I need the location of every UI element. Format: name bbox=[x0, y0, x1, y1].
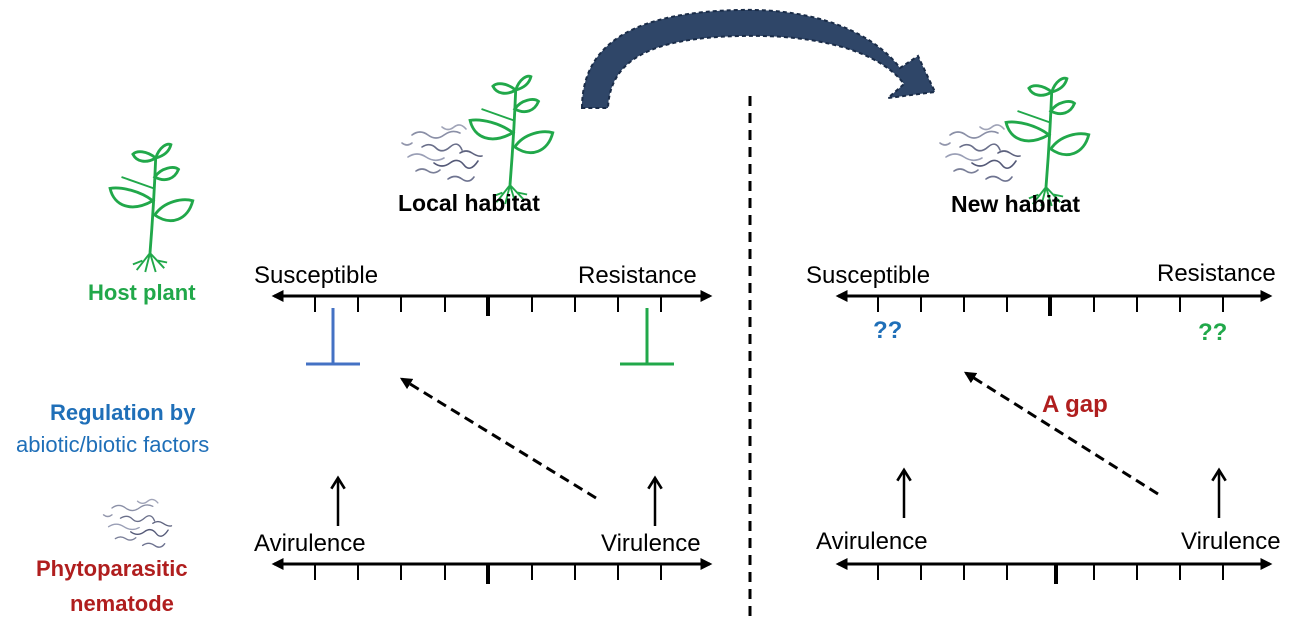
gap-label: A gap bbox=[1042, 391, 1108, 418]
plant-icon-local bbox=[468, 74, 555, 206]
new-habitat-title: New habitat bbox=[951, 191, 1081, 217]
plant-icon-host bbox=[108, 142, 195, 274]
nematode-label-line2: nematode bbox=[70, 591, 174, 616]
axis-ticks bbox=[314, 296, 1224, 584]
plant-icon-new bbox=[1004, 76, 1091, 208]
nematode-icon-local bbox=[401, 124, 483, 182]
dashed-arrow-local bbox=[399, 377, 597, 500]
dashed-arrow-new bbox=[963, 371, 1159, 496]
local-virulence-label: Virulence bbox=[601, 530, 701, 557]
local-susceptible-label: Susceptible bbox=[254, 262, 379, 289]
nematode-icon-new bbox=[939, 124, 1021, 182]
nematode-label-line1: Phytoparasitic bbox=[36, 556, 188, 581]
host-plant-label: Host plant bbox=[88, 280, 196, 305]
local-avirulence-label: Avirulence bbox=[254, 530, 366, 557]
new-virulence-label: Virulence bbox=[1181, 528, 1281, 555]
inhibition-marker-susceptible bbox=[306, 308, 360, 366]
inhibition-marker-resistance bbox=[620, 308, 674, 366]
regulation-label-line1: Regulation by bbox=[50, 400, 196, 425]
local-resistance-label: Resistance bbox=[578, 262, 697, 289]
new-resistance-label: Resistance bbox=[1157, 260, 1276, 287]
new-avirulence-label: Avirulence bbox=[816, 528, 928, 555]
nematode-icon-legend bbox=[102, 498, 173, 548]
local-habitat-title: Local habitat bbox=[398, 190, 540, 216]
unknown-resistance-mark: ?? bbox=[1198, 319, 1228, 346]
unknown-susceptible-mark: ?? bbox=[873, 317, 903, 344]
regulation-label-line2: abiotic/biotic factors bbox=[16, 432, 210, 457]
transfer-arrow bbox=[580, 8, 937, 109]
new-susceptible-label: Susceptible bbox=[806, 262, 931, 289]
